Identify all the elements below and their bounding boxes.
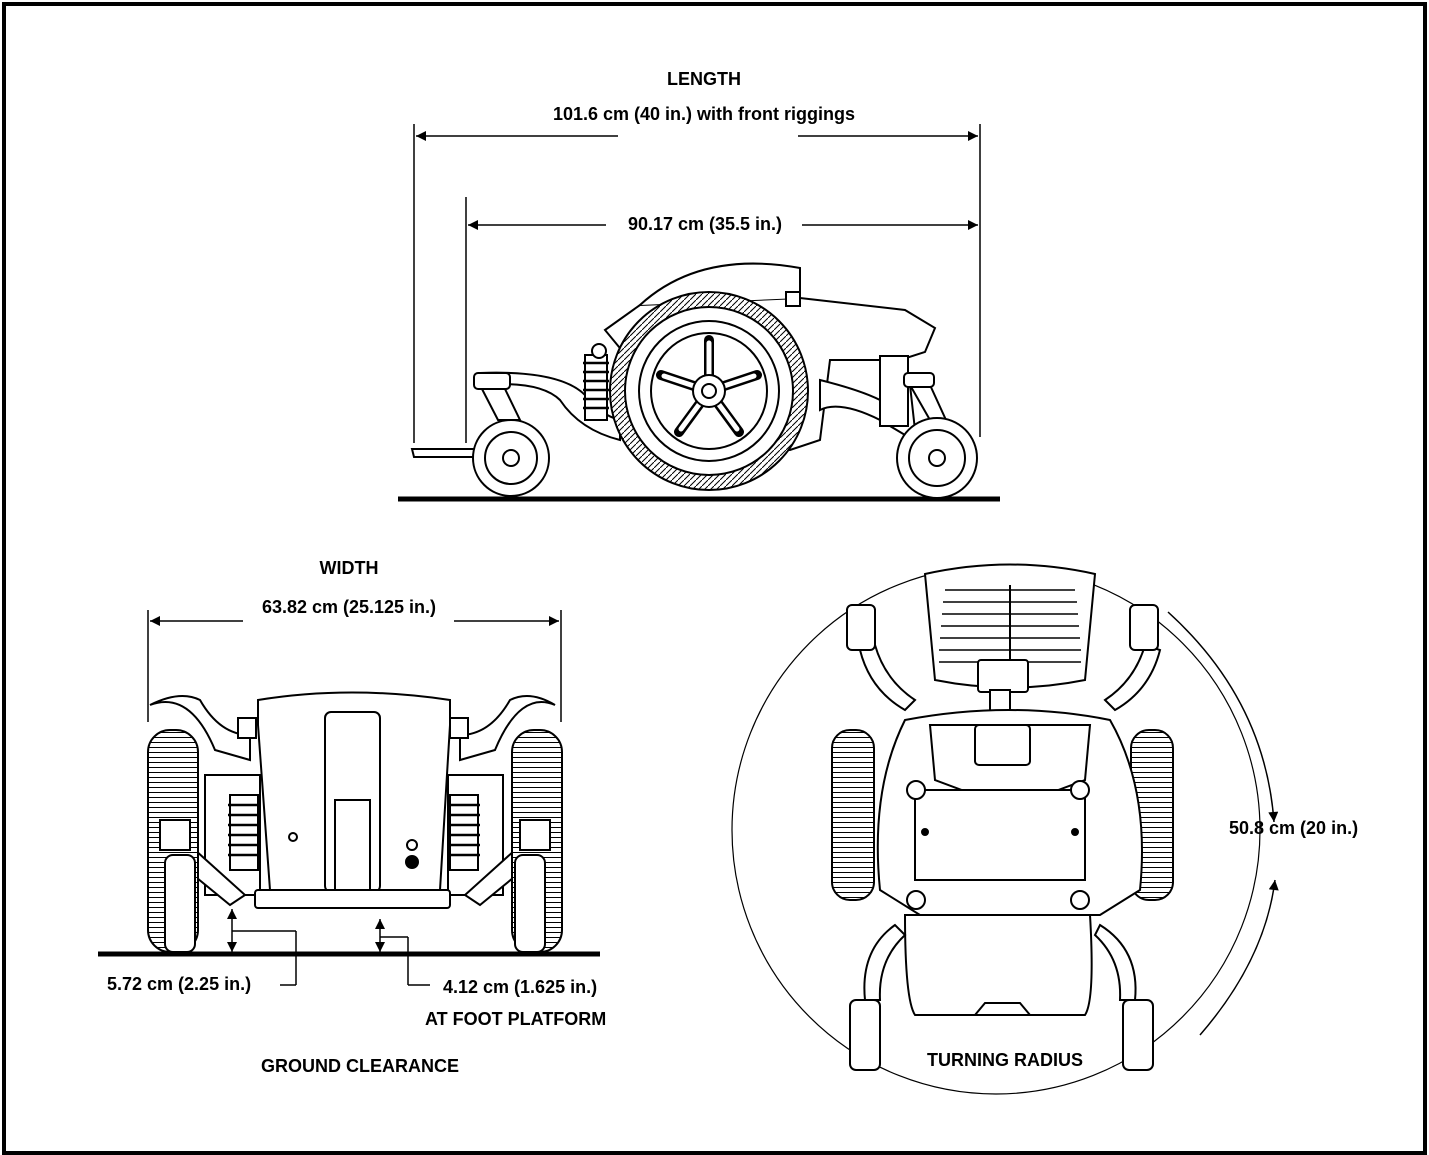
ground-clearance-markers bbox=[227, 909, 430, 986]
turning-radius-value: 50.8 cm (20 in.) bbox=[1229, 818, 1359, 838]
width-value: 63.82 cm (25.125 in.) bbox=[261, 596, 437, 618]
turning-radius-title: TURNING RADIUS bbox=[927, 1049, 1083, 1071]
ground-clearance-right-note: AT FOOT PLATFORM bbox=[425, 1009, 607, 1029]
top-view-chair bbox=[831, 563, 1174, 1071]
length-overall-value: 101.6 cm (40 in.) with front riggings bbox=[552, 103, 856, 125]
length-base-value: 90.17 cm (35.5 in.) bbox=[627, 213, 783, 235]
front-view-chair bbox=[98, 610, 600, 957]
ground-clearance-left-value: 5.72 cm (2.25 in.) bbox=[107, 974, 252, 994]
length-title: LENGTH bbox=[667, 69, 741, 89]
length-dimension-arrows bbox=[416, 131, 978, 230]
ground-clearance-title: GROUND CLEARANCE bbox=[261, 1056, 459, 1076]
width-title: WIDTH bbox=[319, 558, 379, 578]
turning-radius-circle bbox=[731, 565, 1279, 1095]
side-view-chair bbox=[398, 124, 1000, 502]
ground-clearance-right-value: 4.12 cm (1.625 in.) bbox=[443, 977, 598, 997]
